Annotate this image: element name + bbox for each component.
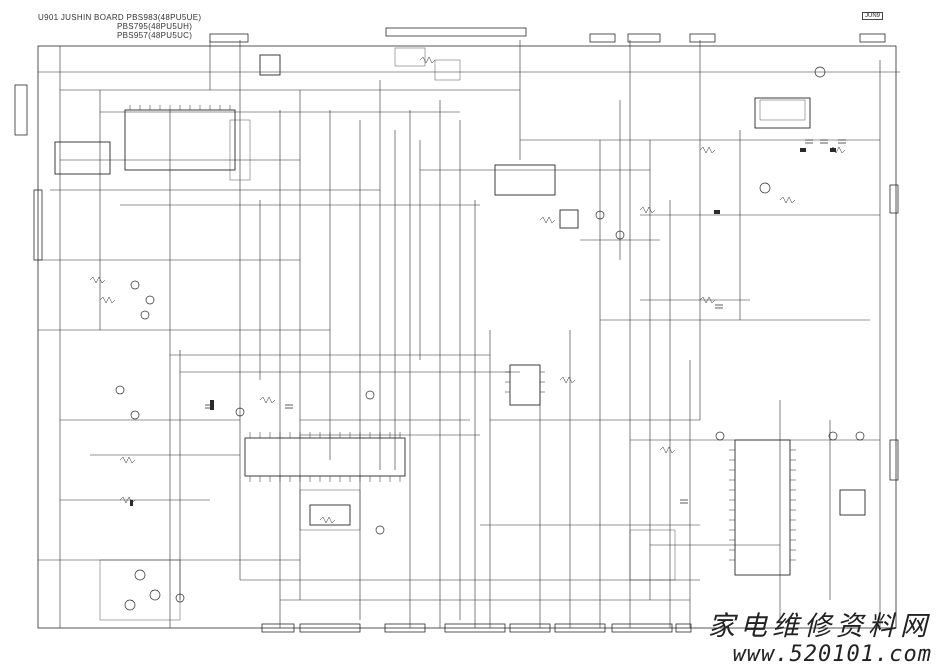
ic-tuner [54, 141, 111, 175]
title-line-3: PBS957(48PU5UC) [117, 31, 193, 40]
detail-clusters [99, 47, 806, 621]
ic-small-1 [259, 54, 281, 76]
board-outline [37, 45, 897, 629]
capacitors [205, 139, 846, 504]
solid-marks [130, 148, 836, 506]
ic-small-4 [839, 489, 866, 516]
horizontal-traces [38, 71, 900, 601]
page-code: JUN9 [862, 12, 884, 20]
ic-main-processor [244, 437, 406, 477]
ic-small-2 [559, 209, 579, 229]
title-line-1: U901 JUSHIN BOARD PBS983(48PU5UE) [38, 13, 202, 22]
top-connectors [209, 27, 886, 43]
side-connectors [14, 84, 899, 481]
ic-pip [494, 164, 556, 196]
bottom-connectors [261, 623, 692, 633]
passive-components [89, 56, 846, 524]
ic-pins [129, 105, 796, 561]
title-line-2: PBS795(48PU5UH) [117, 22, 193, 31]
ic-mcu [734, 439, 791, 576]
watermark-url: www.520101.com [732, 642, 932, 667]
ic-eeprom [754, 97, 811, 129]
transistors [115, 66, 865, 611]
ic-audio [509, 364, 541, 406]
title-block: U901 JUSHIN BOARD PBS983(48PU5UE) PBS795… [38, 13, 201, 40]
vertical-traces [59, 40, 881, 628]
watermark-chinese: 家电维修资料网 [708, 611, 932, 642]
watermark: 家电维修资料网 www.520101.com [708, 611, 932, 667]
ic-top-connector-block [124, 109, 236, 171]
ic-small-3 [309, 504, 351, 526]
